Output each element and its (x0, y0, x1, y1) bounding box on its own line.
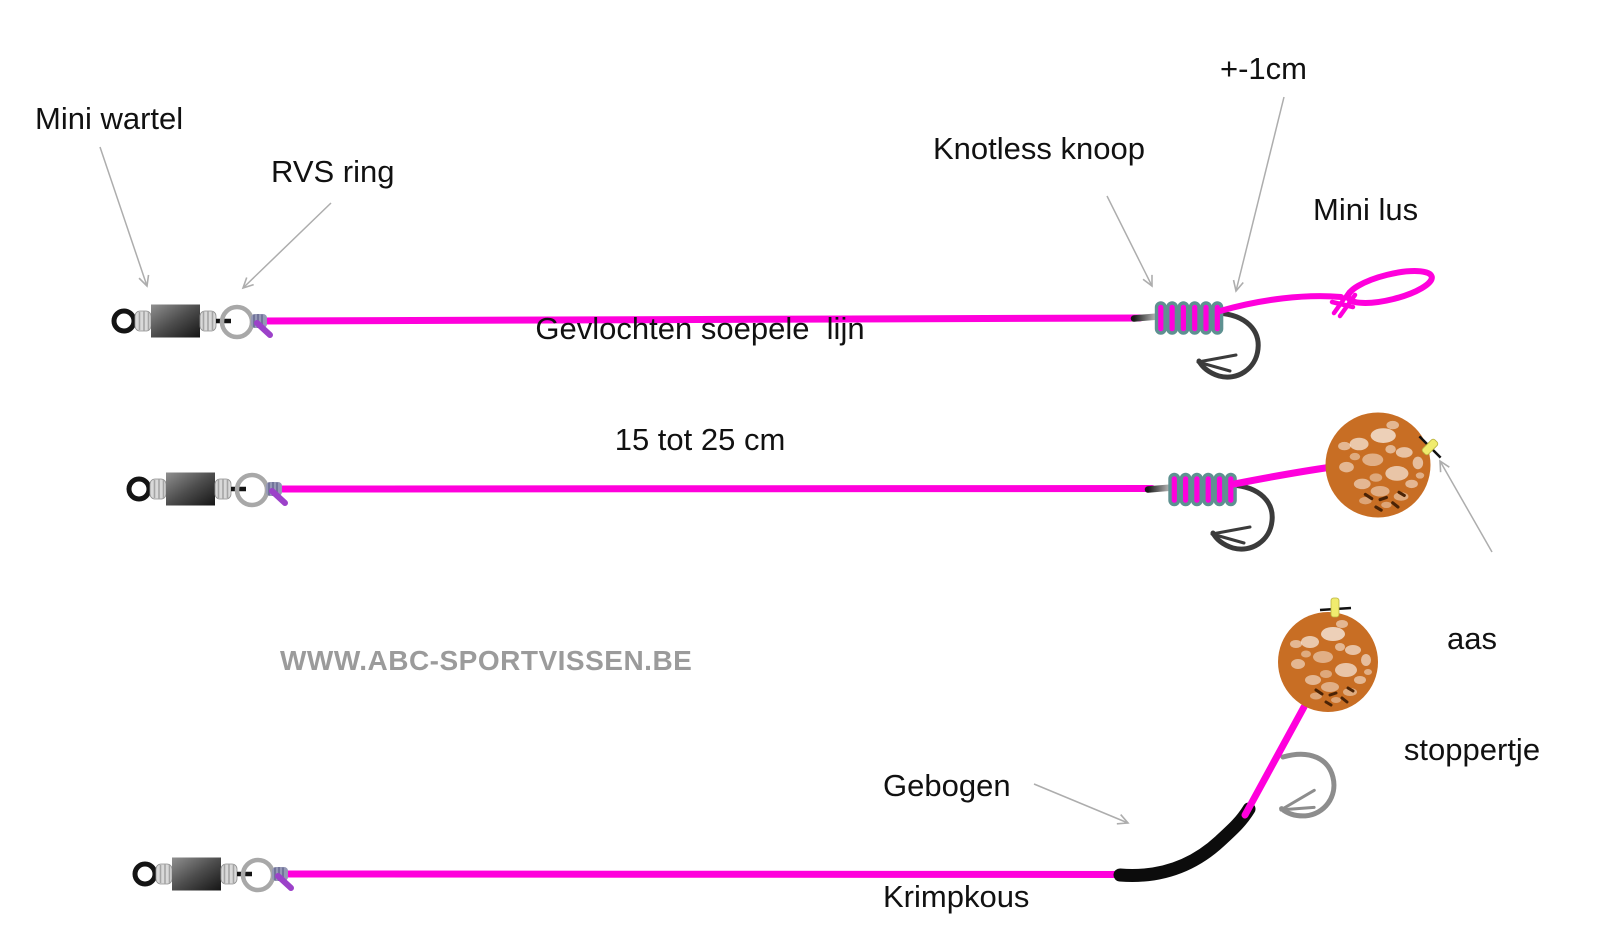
braided-line (258, 314, 1144, 325)
knotless-knot (1154, 301, 1224, 335)
krimpkous-arrow (1033, 783, 1130, 825)
watermark: WWW.ABC-SPORTVISSEN.BE (280, 645, 693, 676)
aas-stoppertje-arrow (1439, 459, 1493, 553)
boilie (1278, 612, 1378, 712)
mini-loop (1345, 268, 1435, 306)
gebogen-krimpkous-label-line2: Krimpkous (883, 879, 1030, 914)
mini-lus-label: Mini lus (1313, 192, 1419, 227)
bait-stopper (1319, 597, 1352, 618)
hook-eye-shank (1130, 313, 1162, 322)
one-cm-label: +-1cm (1220, 51, 1307, 86)
braided-line-label: Gevlochten soepele lijn 15 tot 25 cm (505, 236, 895, 532)
rig-step-1 (114, 268, 1435, 377)
rvs-ring-arrow (241, 202, 332, 290)
knotless-knoop-arrow (1106, 195, 1153, 288)
hair-to-loop (1217, 293, 1344, 314)
braided-line (279, 870, 1136, 878)
hair-to-bait (1230, 463, 1336, 488)
hook-eye-shank (1144, 484, 1176, 493)
mini-swivel (129, 473, 285, 506)
braided-line-label-line1: Gevlochten soepele lijn (535, 311, 865, 346)
bait-stopper (1418, 435, 1442, 459)
aas-stoppertje-label: aas stoppertje (1392, 546, 1552, 842)
knotless-knoop-label: Knotless knoop (933, 131, 1145, 166)
braided-line-label-line2: 15 tot 25 cm (614, 422, 786, 457)
boilie (1326, 413, 1431, 518)
braided-line (273, 485, 1156, 493)
mini-swivel (135, 858, 291, 891)
gebogen-krimpkous-label: Gebogen Krimpkous (883, 693, 1029, 934)
aas-stoppertje-label-line1: aas (1447, 621, 1497, 656)
rvs-ring-label: RVS ring (271, 154, 395, 189)
mini-swivel (114, 305, 270, 338)
mini-wartel-label: Mini wartel (35, 101, 184, 136)
shrink-tube (1113, 802, 1256, 882)
rig-step-2 (129, 413, 1442, 550)
knotless-knot (1168, 472, 1237, 507)
one-cm-arrow (1232, 96, 1285, 293)
rig-step-3 (135, 597, 1378, 891)
aas-stoppertje-label-line2: stoppertje (1403, 732, 1541, 767)
gebogen-krimpkous-label-line1: Gebogen (883, 768, 1011, 803)
mini-wartel-arrow (99, 146, 150, 288)
hair-to-bait (1241, 703, 1308, 819)
